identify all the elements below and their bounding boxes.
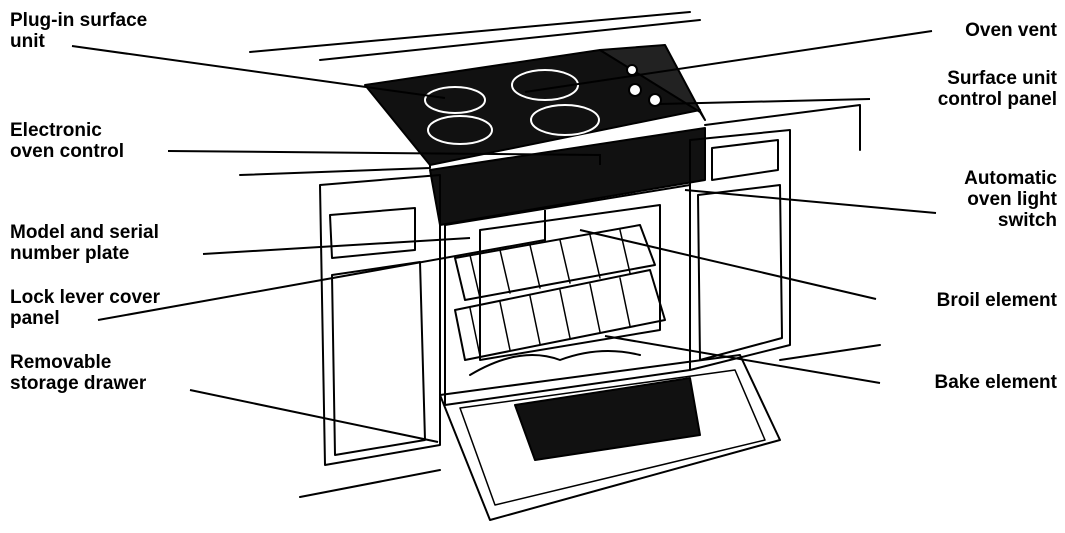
leader-removable-storage-drawer bbox=[190, 390, 438, 442]
label-electronic-oven-control: Electronic oven control bbox=[10, 120, 124, 162]
label-lock-lever-cover-panel: Lock lever cover panel bbox=[10, 287, 160, 329]
label-broil-element: Broil element bbox=[937, 290, 1057, 311]
leader-automatic-oven-light-switch bbox=[685, 190, 936, 213]
countertop-back-line bbox=[250, 12, 690, 52]
knob-3 bbox=[627, 65, 637, 75]
label-bake-element: Bake element bbox=[934, 372, 1057, 393]
label-surface-unit-control-panel: Surface unit control panel bbox=[938, 68, 1057, 110]
leader-broil-element bbox=[580, 230, 876, 299]
label-plug-in-surface-unit: Plug-in surface unit bbox=[10, 10, 147, 52]
left-cabinet-door-upper bbox=[330, 208, 415, 258]
leader-plug-in-surface-unit bbox=[72, 46, 445, 98]
label-model-serial-plate: Model and serial number plate bbox=[10, 222, 159, 264]
countertop-right-edge bbox=[705, 105, 860, 150]
floor-line-right bbox=[780, 345, 880, 360]
right-cabinet-door bbox=[698, 185, 782, 360]
label-oven-vent: Oven vent bbox=[965, 20, 1057, 41]
floor-line bbox=[300, 470, 440, 497]
label-removable-storage-drawer: Removable storage drawer bbox=[10, 352, 146, 394]
right-cabinet-drawer bbox=[712, 140, 778, 180]
left-cabinet-door-lower bbox=[332, 262, 425, 455]
knob-2 bbox=[649, 94, 661, 106]
label-automatic-oven-light-switch: Automatic oven light switch bbox=[964, 168, 1057, 231]
knob-1 bbox=[629, 84, 641, 96]
leader-model-serial-plate bbox=[203, 238, 470, 254]
